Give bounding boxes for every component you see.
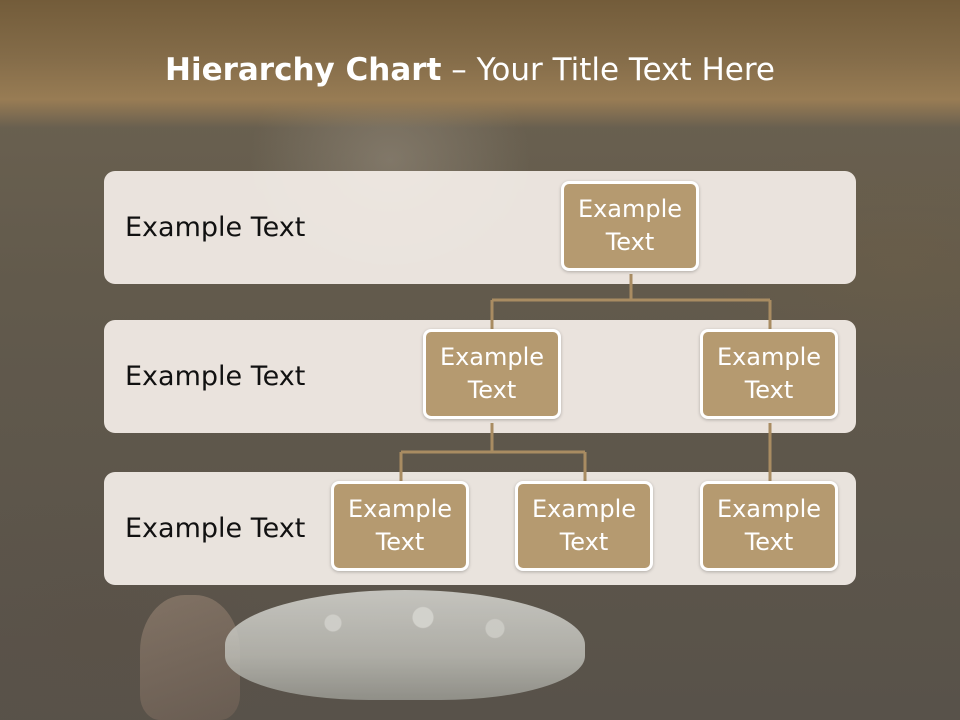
level-band-1: Example Text bbox=[104, 171, 856, 284]
node-bottom-2-text: Example Text bbox=[531, 495, 637, 556]
node-bottom-3[interactable]: Example Text bbox=[700, 481, 838, 571]
node-bottom-1-text: Example Text bbox=[347, 495, 453, 556]
node-top-text: Example Text bbox=[577, 195, 683, 256]
title-band bbox=[0, 0, 960, 128]
node-bottom-2[interactable]: Example Text bbox=[515, 481, 653, 571]
node-mid-left[interactable]: Example Text bbox=[423, 329, 561, 419]
slide-title: Hierarchy Chart – Your Title Text Here bbox=[0, 52, 940, 88]
node-mid-left-text: Example Text bbox=[439, 343, 545, 404]
node-top[interactable]: Example Text bbox=[561, 181, 699, 271]
background-hand bbox=[140, 595, 240, 720]
level-label-1: Example Text bbox=[125, 212, 306, 243]
node-mid-right-text: Example Text bbox=[716, 343, 822, 404]
slide-title-rest: – Your Title Text Here bbox=[441, 52, 775, 88]
slide-title-bold: Hierarchy Chart bbox=[165, 52, 442, 88]
level-label-3: Example Text bbox=[125, 513, 306, 544]
node-bottom-1[interactable]: Example Text bbox=[331, 481, 469, 571]
background-popcorn-bowl bbox=[225, 590, 585, 700]
node-mid-right[interactable]: Example Text bbox=[700, 329, 838, 419]
level-label-2: Example Text bbox=[125, 361, 306, 392]
node-bottom-3-text: Example Text bbox=[716, 495, 822, 556]
